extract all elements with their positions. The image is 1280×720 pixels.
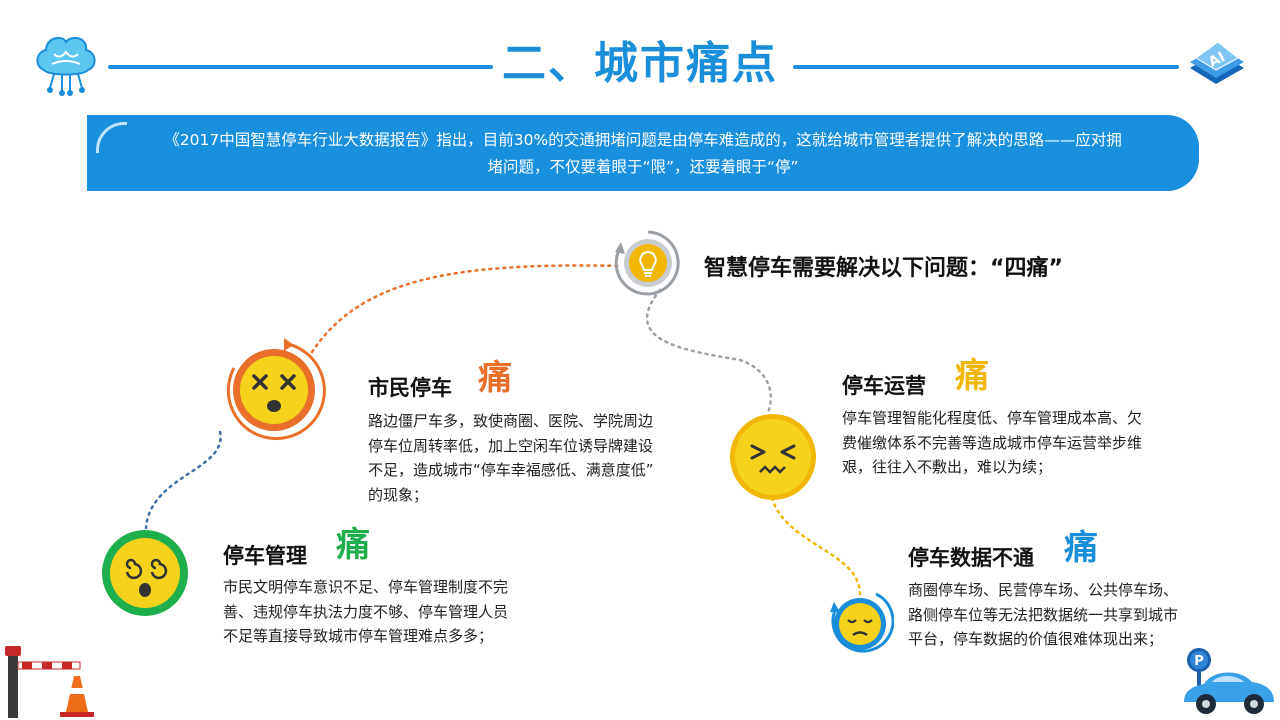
lightbulb-icon: [614, 230, 680, 296]
svg-text:AI: AI: [1206, 49, 1228, 71]
pain-label-data-silo: 痛: [1064, 528, 1098, 568]
intro-heading: 智慧停车需要解决以下问题：“四痛”: [704, 256, 1063, 281]
car-parking-icon: P: [1184, 648, 1274, 714]
grimacing-face-icon: [730, 414, 816, 500]
dizzy-face-icon: [226, 338, 326, 440]
banner-line-2: 堵问题，不仅要着眼于“限”，还要着眼于“停”: [487, 158, 799, 176]
banner-quote-arc: [96, 122, 127, 153]
title-line-left: [108, 65, 493, 69]
point-body-parking-operation: 停车管理智能化程度低、停车管理成本高、欠 费催缴体系不完善等造成城市停车运营举步…: [842, 409, 1143, 476]
point-body-data-silo: 商圈停车场、民营停车场、公共停车场、 路侧停车位等无法把数据统一共享到城市 平台…: [908, 581, 1179, 648]
banner-line-1: 《2017中国智慧停车行业大数据报告》指出，目前30%的交通拥堵问题是由停车难造…: [164, 131, 1122, 149]
point-heading-data-silo: 停车数据不通: [908, 546, 1034, 570]
ai-chip-icon: AI: [1190, 41, 1244, 84]
pain-label-citizen-parking: 痛: [478, 358, 512, 398]
spiral-eyes-face-icon: [102, 530, 188, 616]
parking-barrier-icon: [5, 646, 94, 718]
brain-circuit-icon: [36, 36, 96, 96]
svg-text:P: P: [1194, 654, 1204, 669]
point-heading-citizen-parking: 市民停车: [368, 376, 452, 400]
summary-banner: 《2017中国智慧停车行业大数据报告》指出，目前30%的交通拥堵问题是由停车难造…: [87, 115, 1199, 191]
point-body-citizen-parking: 路边僵尸车多，致使商圈、医院、学院周边 停车位周转率低，加上空闲车位诱导牌建设 …: [368, 412, 654, 504]
page-title: 二、城市痛点: [502, 38, 778, 89]
point-heading-parking-management: 停车管理: [223, 544, 307, 568]
sad-face-icon: [830, 592, 894, 653]
title-line-right: [793, 65, 1179, 69]
pain-label-parking-operation: 痛: [955, 356, 989, 396]
pain-label-parking-management: 痛: [336, 525, 370, 565]
point-body-parking-management: 市民文明停车意识不足、停车管理制度不完 善、违规停车执法力度不够、停车管理人员 …: [223, 578, 509, 645]
point-heading-parking-operation: 停车运营: [842, 374, 926, 398]
